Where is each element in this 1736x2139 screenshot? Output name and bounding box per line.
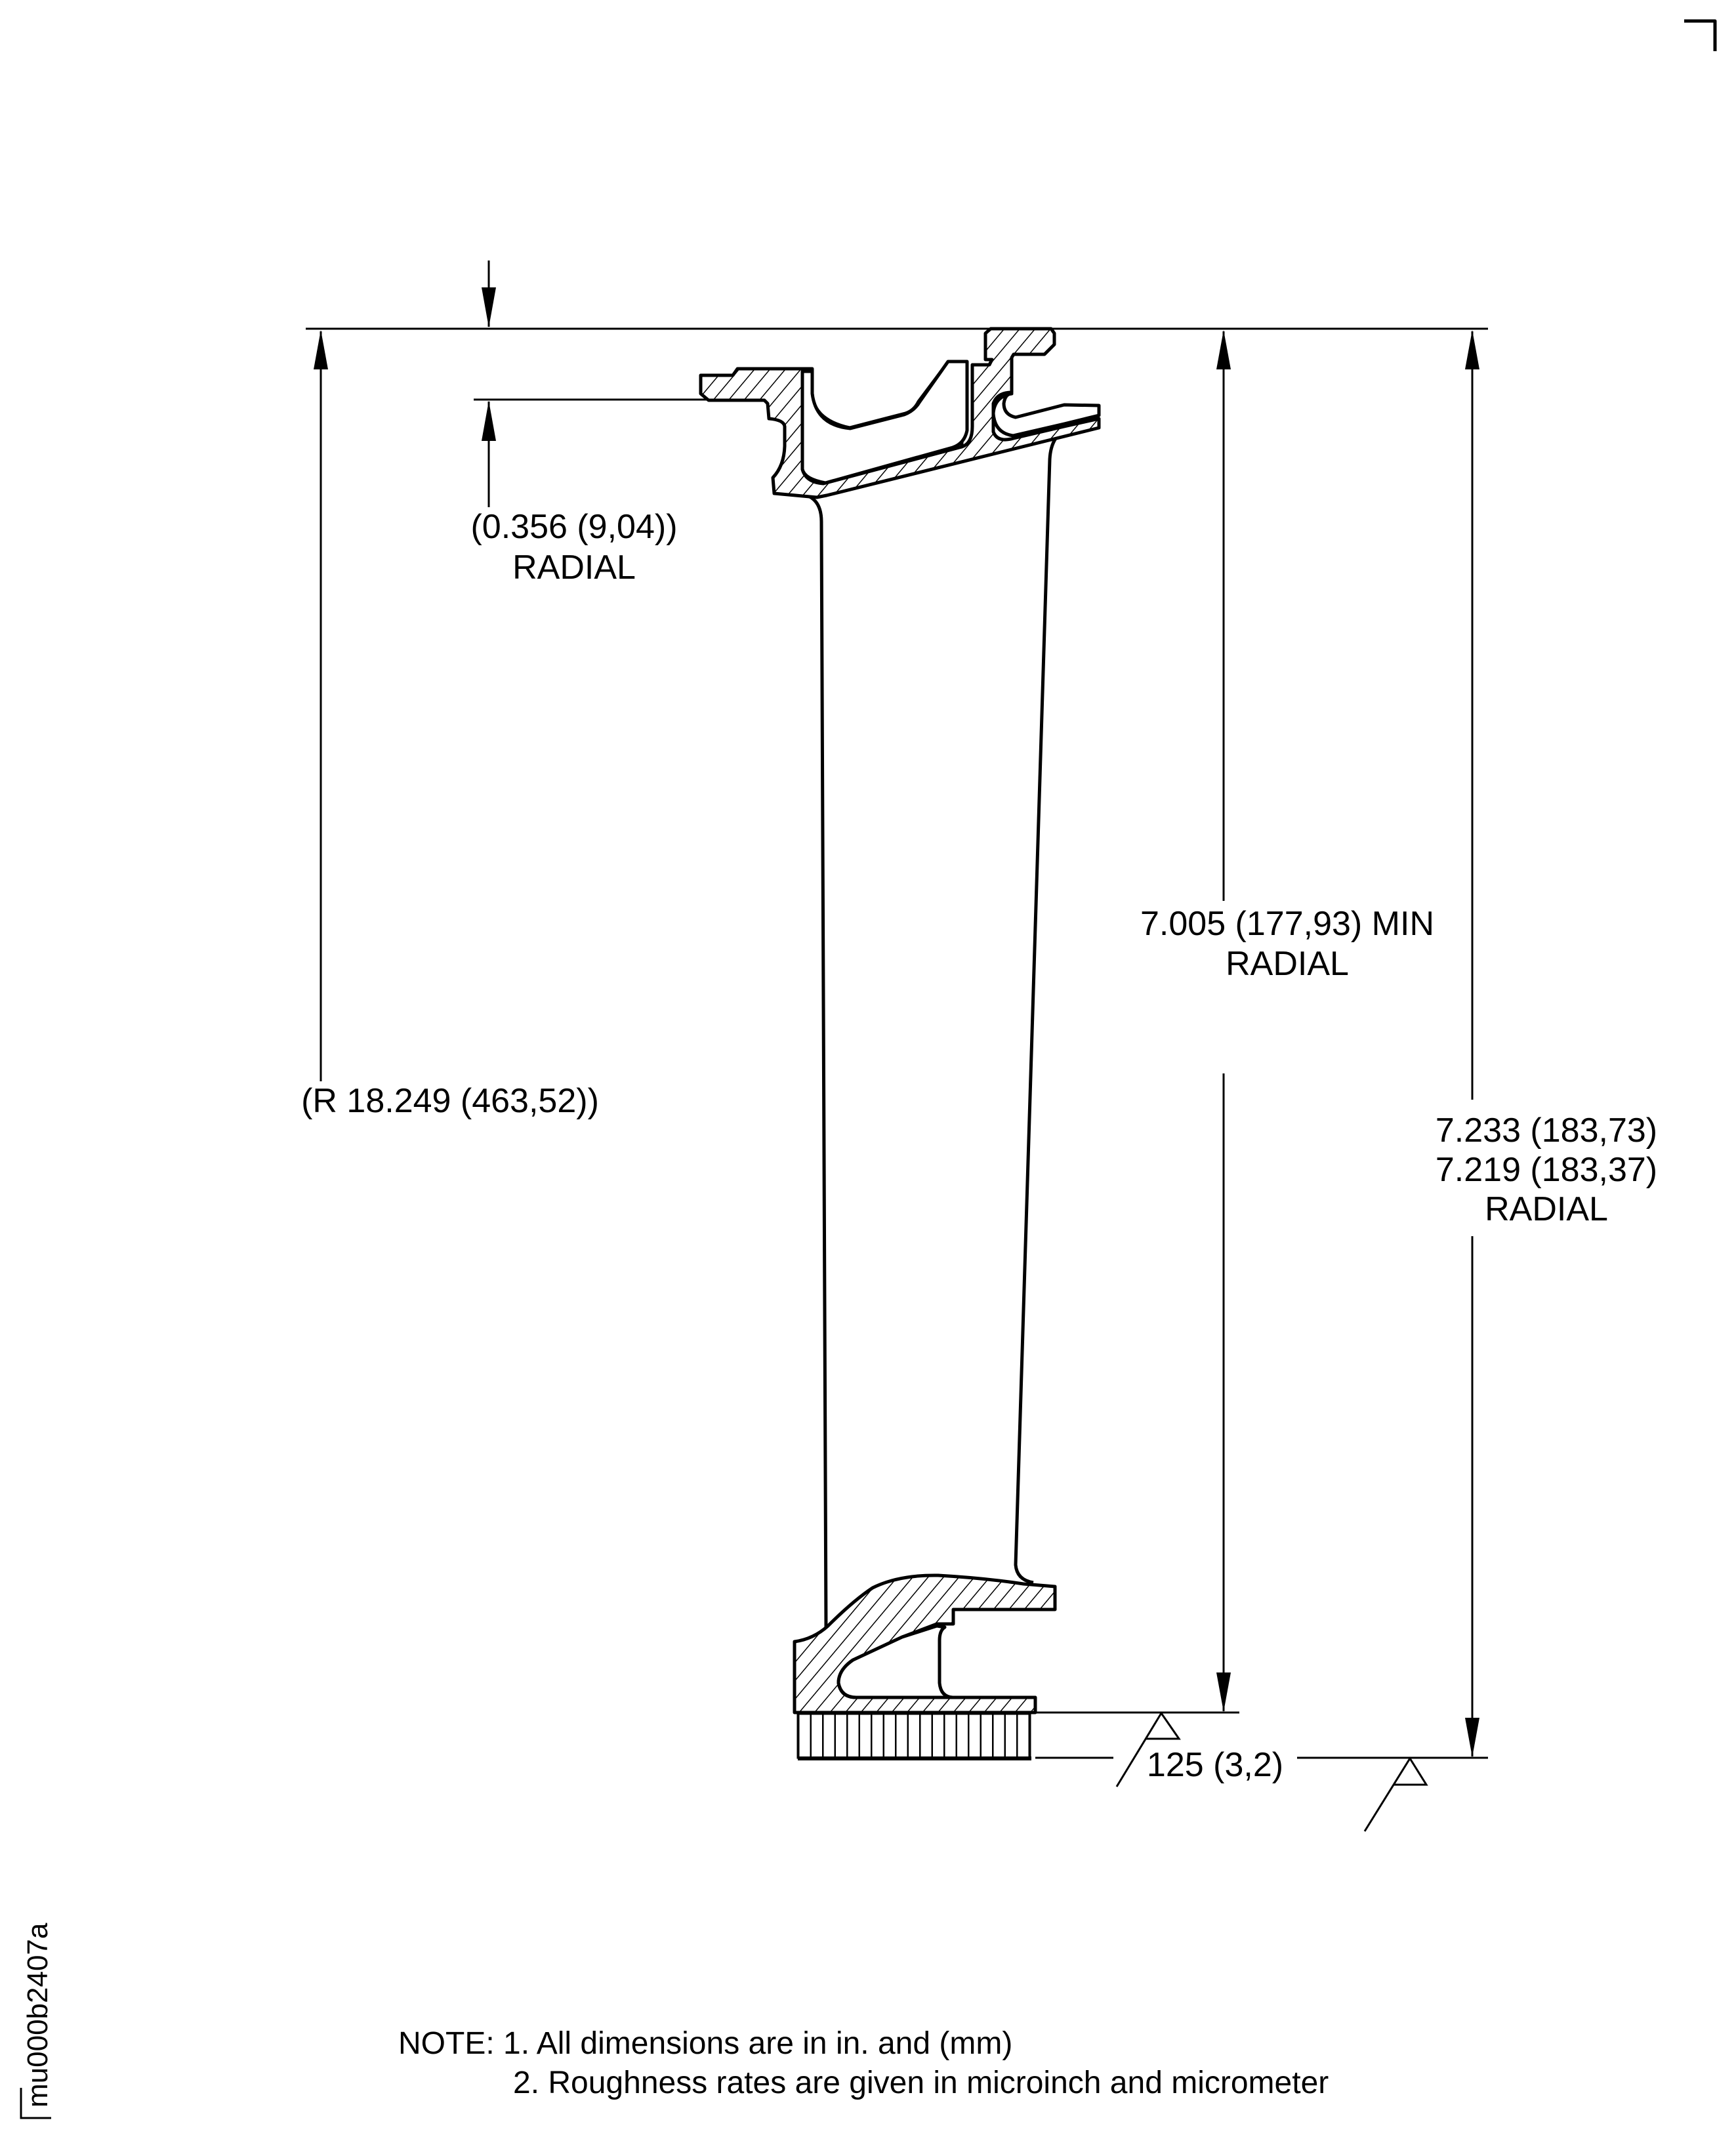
min-radial-label: 7.005 (177,93) MIN	[1140, 905, 1434, 943]
surface-roughness-symbol-1	[1115, 1711, 1181, 1787]
root-platform-section	[793, 1573, 1057, 1714]
radius-dimension-line	[314, 330, 328, 1081]
note-line-1: NOTE: 1. All dimensions are in in. and (…	[398, 2026, 1012, 2061]
corner-mark-bottom-left	[20, 2088, 51, 2119]
reference-lines	[306, 327, 1488, 1759]
arrow-up-icon	[314, 330, 328, 369]
radial-tolerance-radial-label: RADIAL	[1485, 1190, 1608, 1228]
min-radial-dimension-line	[1216, 330, 1231, 1712]
radius-label: (R 18.249 (463,52))	[301, 1082, 599, 1120]
radial-min-label: 7.219 (183,37)	[1436, 1151, 1657, 1189]
arrow-up-icon	[1465, 330, 1479, 369]
radial-offset-dimension-line	[482, 260, 496, 507]
arrow-down-icon	[482, 287, 496, 327]
radial-tolerance-dimension-line	[1465, 330, 1479, 1757]
tip-shroud-section	[699, 327, 1101, 499]
corner-mark-top-right	[1684, 19, 1717, 51]
radial-offset-radial-label: RADIAL	[512, 549, 636, 587]
arrow-up-icon	[1216, 330, 1231, 369]
radial-offset-label: (0.356 (9,04))	[470, 508, 677, 546]
blade-airfoil	[807, 426, 1070, 1629]
surface-roughness-symbol-2	[1363, 1756, 1428, 1832]
knurled-base	[796, 1713, 1031, 1760]
arrow-down-icon	[1465, 1718, 1479, 1757]
note-line-2: 2. Roughness rates are given in microinc…	[513, 2066, 1329, 2100]
min-radial-radial-label: RADIAL	[1226, 945, 1349, 983]
arrow-down-icon	[1216, 1672, 1231, 1712]
radial-max-label: 7.233 (183,73)	[1436, 1111, 1657, 1150]
arrow-up-icon	[482, 401, 496, 441]
drawing-code-label: mu000b2407a	[22, 1922, 54, 2108]
roughness-label: 125 (3,2)	[1147, 1746, 1283, 1784]
